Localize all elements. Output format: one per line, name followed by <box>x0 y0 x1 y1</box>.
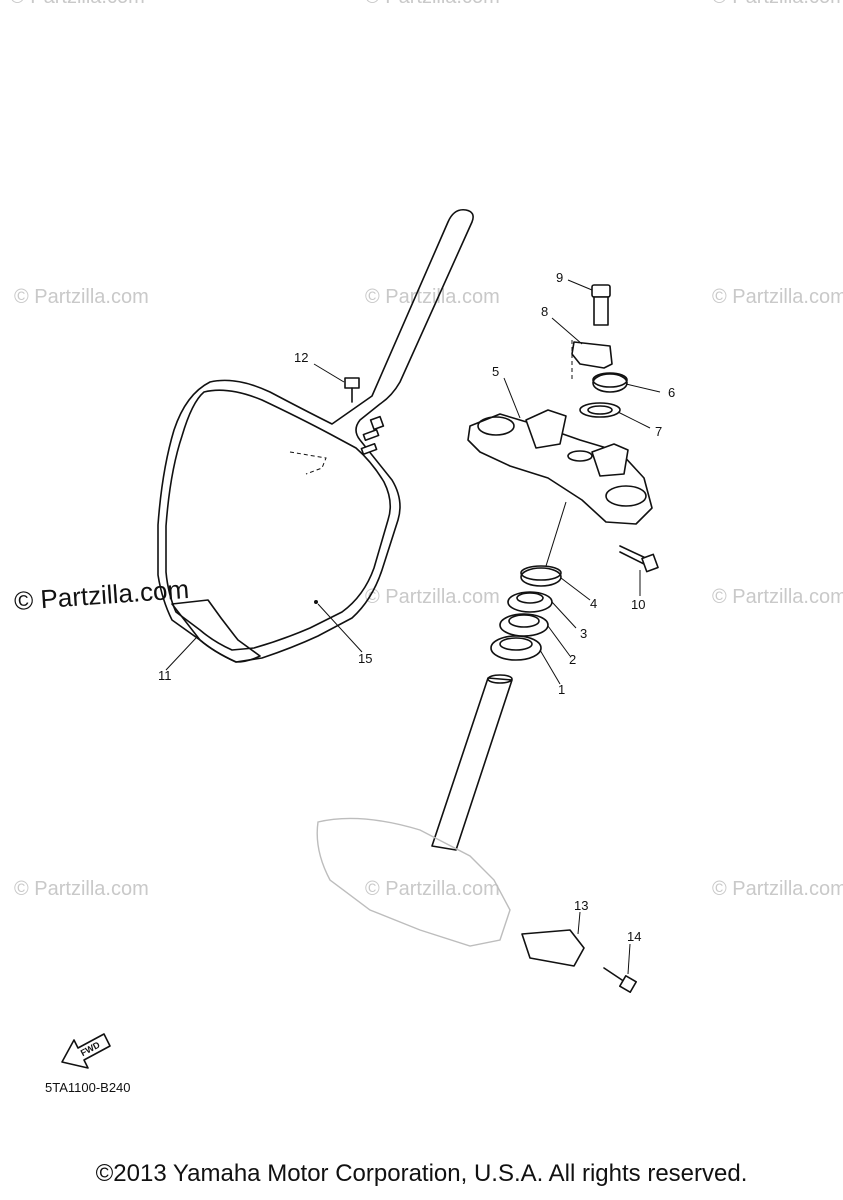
number-plate <box>157 208 474 663</box>
steering-stem <box>316 674 513 947</box>
watermark: © Partzilla.com <box>10 0 145 9</box>
bearing-cover-3 <box>507 591 553 613</box>
watermark: © Partzilla.com <box>712 878 843 900</box>
leader-lines <box>165 279 661 975</box>
watermark: © Partzilla.com <box>365 286 500 308</box>
upper-bracket-5 <box>467 409 653 525</box>
bolt-9 <box>571 284 611 382</box>
watermark: © Partzilla.com <box>712 286 843 308</box>
callout-12: 12 <box>294 350 308 365</box>
watermark: © Partzilla.com <box>14 878 149 900</box>
watermark: © Partzilla.com <box>365 586 500 608</box>
callout-11: 11 <box>158 668 172 683</box>
watermark: © Partzilla.com <box>712 586 843 608</box>
bolt-12 <box>344 377 360 403</box>
watermark: © Partzilla.com <box>365 878 500 900</box>
copyright-footer: ©2013 Yamaha Motor Corporation, U.S.A. A… <box>95 1160 748 1187</box>
watermark: © Partzilla.com <box>365 0 500 9</box>
bearing-1 <box>490 635 542 661</box>
callout-10: 10 <box>631 597 645 612</box>
callout-13: 13 <box>574 898 588 913</box>
nut-6 <box>592 372 628 393</box>
bolt-14 <box>603 967 637 993</box>
callout-14: 14 <box>627 929 641 944</box>
callout-2: 2 <box>569 652 576 667</box>
watermark: © Partzilla.com <box>712 0 843 9</box>
washer-7 <box>579 402 621 418</box>
callout-7: 7 <box>655 424 662 439</box>
handlebar-clamp-8 <box>571 341 613 369</box>
diagram-code: 5TA1100-B240 <box>45 1080 131 1095</box>
watermark: © Partzilla.com <box>14 286 149 308</box>
fwd-arrow-icon: FWD <box>61 1033 111 1069</box>
callout-15: 15 <box>358 651 372 666</box>
callout-6: 6 <box>668 385 675 400</box>
callout-9: 9 <box>556 270 563 285</box>
callout-5: 5 <box>492 364 499 379</box>
callout-1: 1 <box>558 682 565 697</box>
bearing-2 <box>499 613 549 637</box>
ring-nut-4 <box>520 565 562 587</box>
bolt-10 <box>619 545 659 573</box>
callout-8: 8 <box>541 304 548 319</box>
cable-holder-13 <box>521 929 585 967</box>
callout-4: 4 <box>590 596 597 611</box>
callout-3: 3 <box>580 626 587 641</box>
